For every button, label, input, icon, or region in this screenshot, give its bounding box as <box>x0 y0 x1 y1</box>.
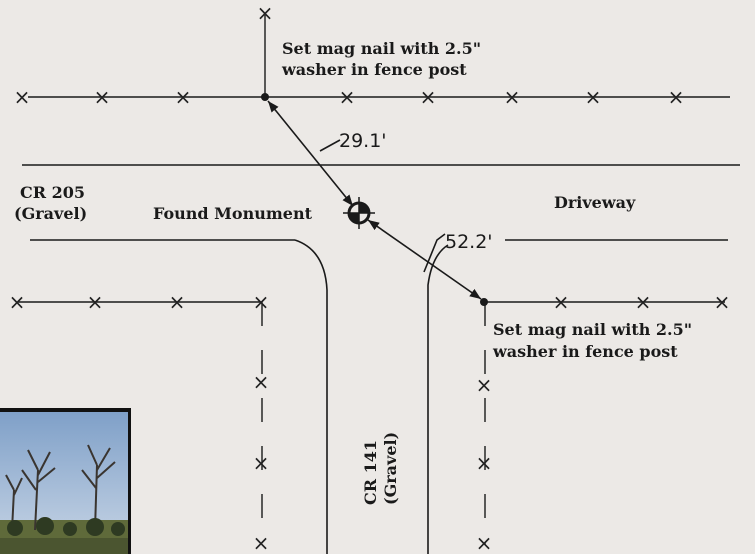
distance-south-label: 52.2' <box>445 231 493 253</box>
nail-note-top-line2: washer in fence post <box>281 60 467 79</box>
fence-marker: × <box>253 531 270 554</box>
nail-note-bottom-line2: washer in fence post <box>492 342 678 361</box>
fence-marker: × <box>668 85 685 109</box>
fence-lines <box>18 15 730 545</box>
fence-marker: × <box>714 290 731 314</box>
fence-marker: × <box>635 290 652 314</box>
fence-marker: × <box>257 1 274 25</box>
fence-markers: × × × × × × × × × × × × × × × × × × × × … <box>9 1 731 554</box>
fence-marker: × <box>504 85 521 109</box>
fence-marker: × <box>585 85 602 109</box>
fence-marker: × <box>253 451 270 475</box>
road-west-surface: (Gravel) <box>14 204 87 223</box>
cr141-west-edge <box>294 239 328 554</box>
fence-marker: × <box>476 373 493 397</box>
leader-south <box>423 233 446 273</box>
distance-lines <box>267 100 482 300</box>
fence-marker: × <box>339 85 356 109</box>
mag-nail-south <box>480 298 488 306</box>
road-south-surface: (Gravel) <box>381 432 400 505</box>
fence-marker: × <box>476 451 493 475</box>
distance-line-south <box>367 219 482 300</box>
distance-line-north <box>267 100 354 207</box>
fence-marker: × <box>94 85 111 109</box>
cr141-east-edge <box>427 244 449 554</box>
fence-marker: × <box>253 370 270 394</box>
fence-marker: × <box>169 290 186 314</box>
fence-marker: × <box>553 290 570 314</box>
fence-marker: × <box>175 85 192 109</box>
fence-marker: × <box>87 290 104 314</box>
tree-photo <box>0 408 131 554</box>
leader-north <box>319 139 341 152</box>
monument-label: Found Monument <box>153 204 313 223</box>
road-south-name: CR 141 <box>361 440 380 505</box>
fence-marker: × <box>9 290 26 314</box>
fence-marker: × <box>253 290 270 314</box>
nail-note-top-line1: Set mag nail with 2.5" <box>282 39 481 58</box>
fence-marker: × <box>420 85 437 109</box>
distance-north-label: 29.1' <box>339 130 387 152</box>
nail-points <box>261 93 488 306</box>
nail-note-bottom-line1: Set mag nail with 2.5" <box>493 320 692 339</box>
fence-marker: × <box>14 85 31 109</box>
monument-symbol <box>343 197 375 229</box>
mag-nail-north <box>261 93 269 101</box>
driveway-label: Driveway <box>554 193 636 212</box>
fence-marker: × <box>476 531 493 554</box>
road-west-name: CR 205 <box>20 183 85 202</box>
